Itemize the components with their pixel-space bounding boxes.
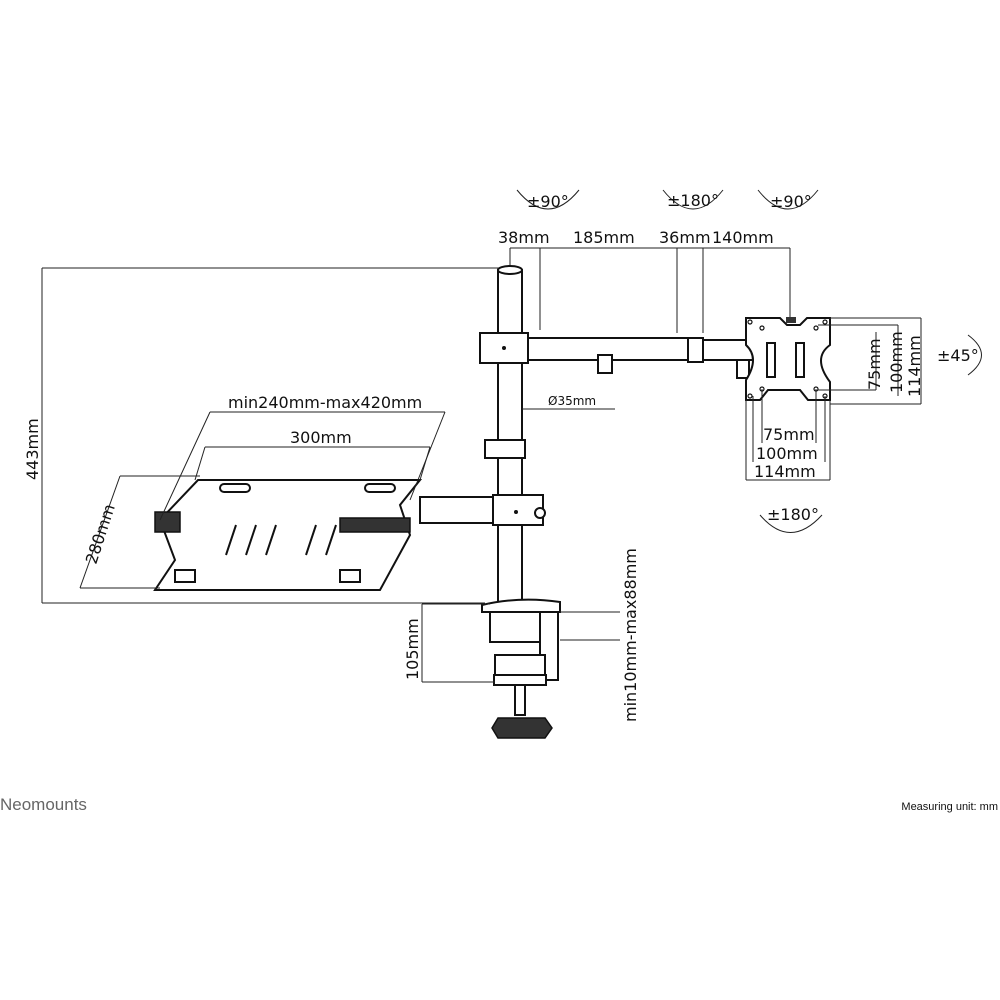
dimension-label: min240mm-max420mm: [228, 393, 422, 412]
vesa-label: 75mm: [763, 425, 815, 444]
height-dimension-lines: [41, 267, 500, 604]
arc-arrow-icon: [967, 334, 982, 376]
vesa-label: 100mm: [756, 444, 818, 463]
pole: [497, 265, 523, 606]
dimension-label: Ø35mm: [548, 394, 596, 408]
dimension-label: 140mm: [712, 228, 774, 247]
brand-logo: Neomounts: [0, 795, 87, 814]
unit-note: Measuring unit: mm: [901, 801, 998, 813]
clamp-dimension-lines: [421, 603, 620, 683]
vesa-label: 114mm: [905, 335, 924, 397]
rotation-label: ±90°: [770, 192, 812, 211]
dimension-label: 300mm: [290, 428, 352, 447]
rotation-label: ±180°: [767, 505, 819, 524]
vesa-label: 114mm: [754, 462, 816, 481]
vesa-label: 75mm: [865, 338, 884, 390]
dimension-label: min10mm-max88mm: [621, 548, 640, 722]
arm-dimension-lines: [509, 247, 791, 333]
arc-arrow-icon: [757, 189, 819, 210]
dimension-label: 36mm: [659, 228, 711, 247]
laptop-tray: [153, 479, 423, 591]
desk-clamp: [481, 598, 561, 739]
dimension-label: 105mm: [403, 618, 422, 680]
dimension-label: 185mm: [573, 228, 635, 247]
vesa-dimension-lines: [745, 317, 922, 481]
arc-arrow-icon: [759, 514, 823, 533]
rotation-label: ±45°: [937, 346, 979, 365]
vesa-label: 100mm: [887, 331, 906, 393]
laptop-arm: [419, 494, 546, 526]
monitor-arm: [479, 332, 754, 459]
dimension-label: 38mm: [498, 228, 550, 247]
dimension-label: 280mm: [82, 502, 119, 567]
rotation-arcs: [516, 189, 982, 533]
rotation-label: ±90°: [527, 192, 569, 211]
rotation-label: ±180°: [667, 191, 719, 210]
arc-arrow-icon: [516, 189, 580, 210]
arc-arrow-icon: [662, 189, 724, 210]
dimension-label: 443mm: [23, 418, 42, 480]
vesa-plate: [745, 317, 831, 401]
tray-dimension-lines: [79, 411, 446, 589]
